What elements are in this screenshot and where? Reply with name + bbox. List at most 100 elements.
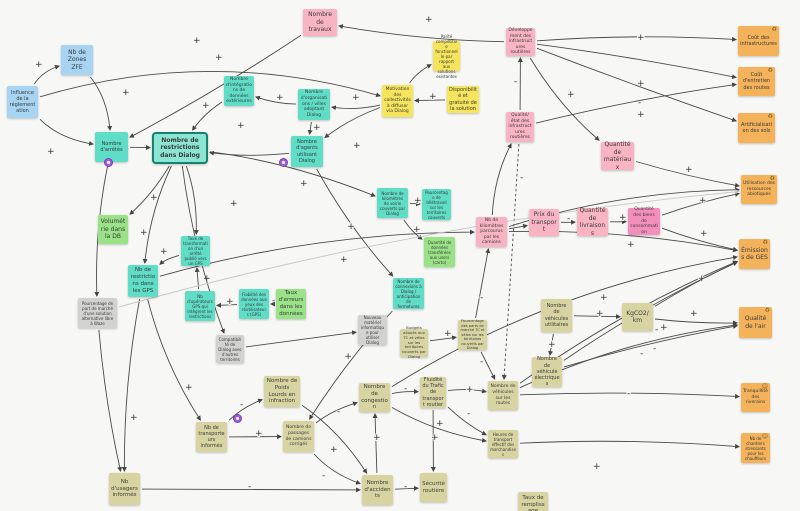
edge-sign: + bbox=[414, 196, 422, 206]
node-congestion[interactable]: Nombre de congestion bbox=[359, 383, 390, 412]
edge-developpement-infra--nombre-travaux bbox=[338, 24, 505, 43]
node-pct-part-marche-waze[interactable]: Pourcentage de part de marché d'une solu… bbox=[78, 298, 117, 328]
node-qualite-air[interactable]: Qualité de l'air♻ bbox=[739, 307, 772, 338]
edge-operateurs-gps--taux-transformation bbox=[194, 267, 200, 290]
node-quantite-donnees-users[interactable]: Quantité de données transférées aux user… bbox=[424, 237, 455, 267]
node-vehicules-utilitaires[interactable]: Nombre de véhicules utilitaires bbox=[541, 299, 572, 332]
node-agents-dialog[interactable]: Nombre d'agents utilisant Dialog bbox=[291, 136, 323, 167]
edge-restrictions-dialog--restrictions-gps bbox=[142, 165, 172, 264]
node-nombre-arretes[interactable]: Nombre d'arrêtés bbox=[95, 132, 128, 162]
location-pin-icon[interactable] bbox=[279, 158, 288, 167]
node-volumetrie-db[interactable]: Volumétrie dans la DB bbox=[98, 215, 128, 244]
node-qualite-etat-infra[interactable]: Qualité/état des infrastructures routièr… bbox=[506, 112, 534, 142]
edge-sign: + bbox=[353, 141, 361, 151]
node-km-voirie-couverts[interactable]: Nombre de kilomètres de voirie couverts … bbox=[377, 188, 408, 218]
edge-sign: + bbox=[466, 385, 474, 395]
node-chantiers-stressants[interactable]: Nb de chantiers stressants pour les chau… bbox=[741, 433, 770, 463]
node-accidents[interactable]: Nombre d'accidents bbox=[362, 475, 393, 505]
edge-sign: + bbox=[637, 110, 645, 120]
location-pin-icon[interactable] bbox=[104, 158, 113, 167]
node-prix-transport[interactable]: Prix du transport bbox=[529, 209, 559, 236]
node-emissions-ges[interactable]: Émissions de GES♻ bbox=[739, 239, 770, 269]
node-restrictions-dialog[interactable]: Nombre de restrictions dans Dialog bbox=[152, 132, 208, 164]
edge-sign: + bbox=[413, 225, 421, 235]
node-label: Quantité de livraisons bbox=[579, 207, 606, 237]
node-label: Nb de kilomètres parcourus par les camio… bbox=[479, 217, 504, 246]
node-km-camions[interactable]: Nb de kilomètres parcourus par les camio… bbox=[476, 217, 507, 247]
edge-sign: + bbox=[548, 340, 556, 350]
node-nb-zones-zfe[interactable]: Nb de Zones ZFE bbox=[61, 45, 93, 75]
node-label: Fluidité du Trafic de transport routier bbox=[422, 376, 444, 408]
node-securite-routiere[interactable]: Sécurité routière bbox=[420, 473, 447, 502]
node-influence-reglementation[interactable]: Influence de la réglementation bbox=[7, 86, 38, 118]
edge-sign: + bbox=[122, 88, 130, 98]
node-compatibilite-dialog[interactable]: Compatibilité de Dialog avec d'autres te… bbox=[216, 335, 244, 363]
node-motivation-collectivites[interactable]: Motivation des collectivités à diffuser … bbox=[382, 85, 413, 117]
node-budgets-tc-velos[interactable]: Budgets alloués aux TC et vélos sur les … bbox=[400, 326, 428, 359]
location-pin-icon[interactable] bbox=[233, 414, 242, 423]
node-nouveau-materiel[interactable]: Nouveau matériel informatique pour utili… bbox=[358, 315, 387, 345]
edge-sign: + bbox=[276, 93, 284, 103]
node-cout-entretien[interactable]: Coût d'entretien des routes♻ bbox=[738, 67, 775, 96]
node-nombre-travaux[interactable]: Nombre de travaux bbox=[303, 9, 337, 36]
node-vehicules-routes[interactable]: Nombre de véhicules sur les routes bbox=[488, 381, 518, 410]
node-artificialisation-sols[interactable]: Artificialisation des sols♻ bbox=[738, 113, 775, 143]
node-developpement-infra[interactable]: Développement des infrastructures routiè… bbox=[506, 28, 535, 56]
node-disponibilite-gratuite[interactable]: Disponibilité et gratuité de la solution bbox=[447, 86, 479, 113]
node-taux-erreurs[interactable]: Taux d'erreurs dans les données bbox=[276, 289, 306, 319]
node-poids-lourds-infraction[interactable]: Nombre de Poids Lourds en infraction bbox=[264, 376, 300, 407]
node-taux-transformation[interactable]: Taux de transformation d'un arrêté publi… bbox=[181, 236, 210, 266]
node-cout-infrastructures[interactable]: Coût des infrastructures♻ bbox=[738, 26, 779, 56]
node-ressources-abiotiques[interactable]: Utilisation des ressources abiotiques♻ bbox=[741, 175, 777, 204]
node-label: Influence de la réglementation bbox=[9, 89, 36, 115]
edge-sign: - bbox=[322, 471, 325, 481]
node-quantite-materiaux[interactable]: Quantité de matériaux bbox=[601, 141, 634, 171]
node-pct-teletravail[interactable]: Pourcentage de télétravail sur les terri… bbox=[422, 189, 451, 220]
edge-sign: - bbox=[520, 173, 523, 183]
node-passages-corriges[interactable]: Nombre de passages de camions corrigés bbox=[283, 421, 314, 452]
edge-sign: + bbox=[344, 352, 352, 362]
edge-sign: + bbox=[567, 90, 575, 100]
node-kgco2-km[interactable]: KgCO2/ km bbox=[622, 303, 653, 331]
edge-taux-transformation--restrictions-gps bbox=[159, 254, 180, 265]
edge-agents-dialog--connexions-dialog bbox=[316, 168, 394, 277]
node-transporteurs-informes[interactable]: Nb de transporteurs informés bbox=[196, 422, 227, 452]
edge-sign: - bbox=[480, 293, 483, 303]
node-heures-transport[interactable]: Heures de transport effectif des marchan… bbox=[488, 430, 518, 458]
edge-sign: + bbox=[226, 297, 234, 307]
node-fluidite-trafic[interactable]: Fluidité du Trafic de transport routier bbox=[420, 377, 446, 408]
node-label: Nb d'opérateurs GPS qui intègrent les re… bbox=[187, 293, 213, 319]
node-connexions-dialog[interactable]: Nombre de connexions à Dialog / anticipa… bbox=[393, 278, 424, 309]
node-integrations-donnees[interactable]: Nombre d'intégrations de données extérie… bbox=[224, 76, 254, 106]
edge-sign: + bbox=[425, 15, 433, 25]
node-taux-remplissage[interactable]: Taux de remplissage bbox=[518, 492, 548, 511]
edge-budgets-tc-velos--parts-marche-tc bbox=[429, 335, 457, 342]
node-operateurs-gps[interactable]: Nb d'opérateurs GPS qui intègrent les re… bbox=[185, 291, 215, 321]
node-label: Heures de transport effectif des marchan… bbox=[490, 431, 516, 457]
node-label: Sécurité routière bbox=[422, 480, 445, 494]
node-biens-consommation[interactable]: Quantité des biens de consommation bbox=[628, 207, 660, 235]
edge-vehicules-utilitaires--kgco2-km bbox=[573, 314, 621, 320]
node-parite-competitive[interactable]: Parité compétitive fonctionnelle par rap… bbox=[433, 34, 460, 79]
node-fiabilite-donnees[interactable]: Fiabilité des données aux yeux des réuti… bbox=[239, 289, 269, 319]
edge-passages-corriges--congestion bbox=[315, 401, 358, 424]
node-restrictions-gps[interactable]: Nb de restrictions dans les GPS bbox=[128, 265, 158, 297]
node-tranquillite-riverains[interactable]: Tranquillité des riverains☺ bbox=[741, 383, 770, 412]
node-usagers-informes[interactable]: Nb d'usagers informés bbox=[109, 473, 140, 505]
edge-sign: + bbox=[619, 213, 627, 223]
edge-restrictions-dialog--volumetrie-db bbox=[129, 165, 170, 215]
edge-fluidite-trafic--heures-transport bbox=[447, 406, 487, 436]
node-label: Nombre d'organisations / villes adoptant… bbox=[300, 90, 328, 118]
node-vehicules-electriques[interactable]: Nombre de véhicule électriques bbox=[532, 356, 562, 387]
edge-qualite-etat-infra--cout-entretien bbox=[535, 82, 737, 124]
node-label: Nombre d'agents utilisant Dialog bbox=[296, 139, 318, 164]
edge-sign: - bbox=[638, 98, 641, 108]
node-label: Quantité des biens de consommation bbox=[630, 207, 658, 235]
node-organisations-adoptant[interactable]: Nombre d'organisations / villes adoptant… bbox=[298, 89, 330, 120]
node-quantite-livraisons[interactable]: Quantité de livraisons bbox=[577, 207, 608, 237]
node-parts-marche-tc[interactable]: Pourcentage des parts de marché TC et vé… bbox=[458, 319, 487, 350]
node-label: Nombre de connexions à Dialog / anticipa… bbox=[395, 278, 422, 309]
node-label: Fiabilité des données aux yeux des réuti… bbox=[241, 291, 267, 317]
edge-sign: - bbox=[640, 349, 643, 359]
